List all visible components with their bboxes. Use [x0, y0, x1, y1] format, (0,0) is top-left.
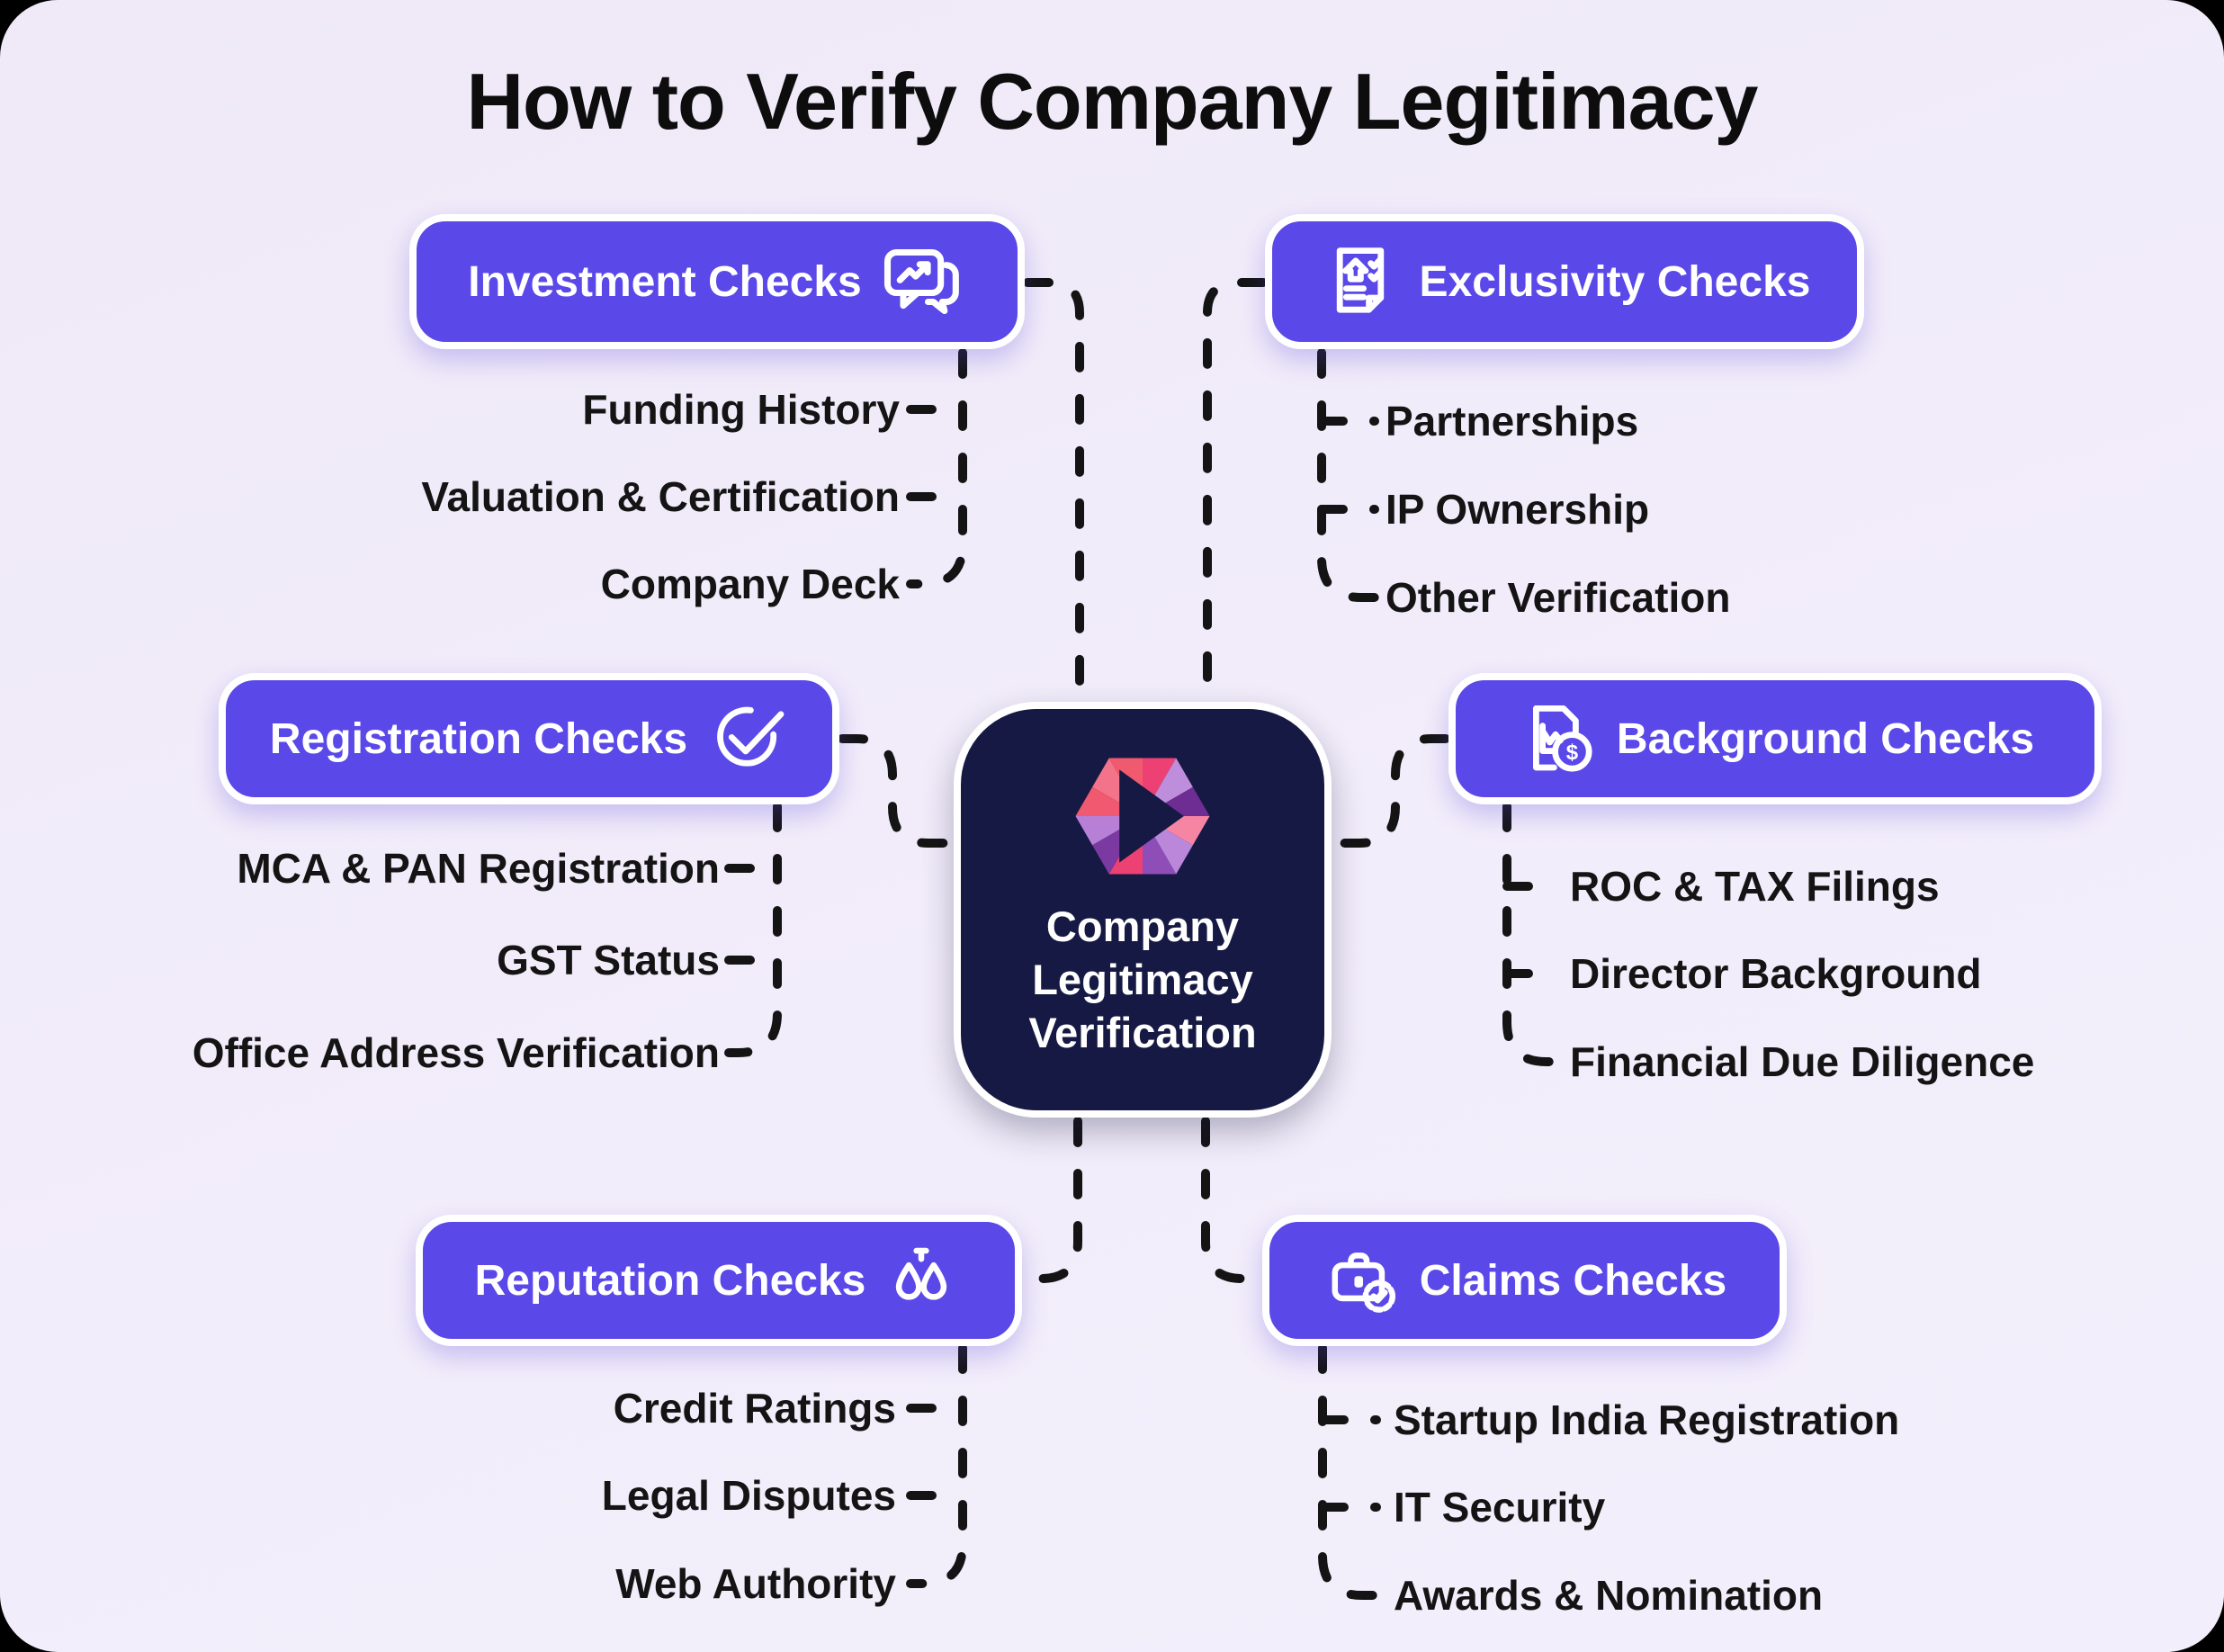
item-financial-due-diligence: Financial Due Diligence	[1570, 1038, 2035, 1085]
branch-label: Registration Checks	[269, 714, 688, 763]
branch-exclusivity-checks: Exclusivity Checks	[1265, 214, 1864, 349]
checklist-doc-icon	[1336, 247, 1384, 313]
branch-label: Exclusivity Checks	[1419, 257, 1811, 306]
scales-icon	[896, 1247, 947, 1300]
center-node-company-legitimacy-verification: Company Legitimacy Verification	[954, 702, 1332, 1118]
item-funding-history: Funding History	[582, 386, 900, 433]
item-roc-tax-filings: ROC & TAX Filings	[1570, 863, 1940, 910]
item-office-address-verification: Office Address Verification	[192, 1029, 720, 1076]
connector-background-node	[1332, 734, 1450, 848]
svg-text:$: $	[1566, 741, 1579, 765]
item-startup-india-registration: Startup India Registration	[1394, 1396, 1900, 1443]
page-title: How to Verify Company Legitimacy	[466, 57, 1759, 146]
item-partnerships: Partnerships	[1386, 398, 1639, 444]
connector-exclusivity-node	[1203, 278, 1268, 705]
item-company-deck: Company Deck	[600, 561, 900, 607]
connector-node-claims	[1201, 1117, 1265, 1283]
rail-exclusivity	[1317, 348, 1379, 602]
item-mca-pan-registration: MCA & PAN Registration	[237, 845, 720, 892]
connector-node-reputation	[1019, 1117, 1082, 1283]
center-line-3: Verification	[1028, 1009, 1257, 1057]
center-line-1: Company	[1045, 902, 1240, 950]
rail-reputation	[906, 1343, 967, 1588]
item-director-background: Director Background	[1570, 950, 1982, 997]
branch-label: Reputation Checks	[474, 1256, 866, 1305]
item-legal-disputes: Legal Disputes	[601, 1472, 896, 1519]
branch-claims-checks: Claims Checks	[1262, 1215, 1787, 1346]
branch-label: Investment Checks	[468, 257, 862, 306]
center-node-label: Company Legitimacy Verification	[1028, 900, 1256, 1060]
branch-background-checks: $ Background Checks	[1448, 673, 2102, 804]
connector-investment-node	[1023, 278, 1084, 705]
item-gst-status: GST Status	[497, 937, 720, 983]
rail-registration	[724, 802, 782, 1057]
rail-background	[1502, 802, 1564, 1066]
item-ip-ownership: IP Ownership	[1386, 486, 1650, 533]
item-other-verification: Other Verification	[1386, 574, 1731, 621]
branch-label: Background Checks	[1616, 714, 2035, 763]
branch-registration-checks: Registration Checks	[219, 673, 839, 804]
faceted-hexagon-logo	[1075, 758, 1210, 875]
rail-claims	[1318, 1343, 1381, 1600]
item-credit-ratings: Credit Ratings	[613, 1385, 896, 1432]
briefcase-badge-icon	[1332, 1252, 1395, 1313]
item-it-security: IT Security	[1394, 1484, 1606, 1531]
chat-trend-icon	[883, 248, 959, 315]
branch-investment-checks: Investment Checks	[409, 214, 1025, 349]
item-valuation-certification: Valuation & Certification	[421, 473, 900, 520]
connector-registration-node	[838, 734, 955, 848]
branch-label: Claims Checks	[1419, 1256, 1727, 1305]
finance-doc-icon: $	[1532, 705, 1592, 772]
item-web-authority: Web Authority	[615, 1560, 896, 1607]
item-awards-nomination: Awards & Nomination	[1394, 1572, 1824, 1619]
branch-reputation-checks: Reputation Checks	[416, 1215, 1022, 1346]
center-line-2: Legitimacy	[1032, 956, 1253, 1004]
verified-check-icon	[717, 706, 785, 767]
rail-investment	[906, 348, 967, 588]
